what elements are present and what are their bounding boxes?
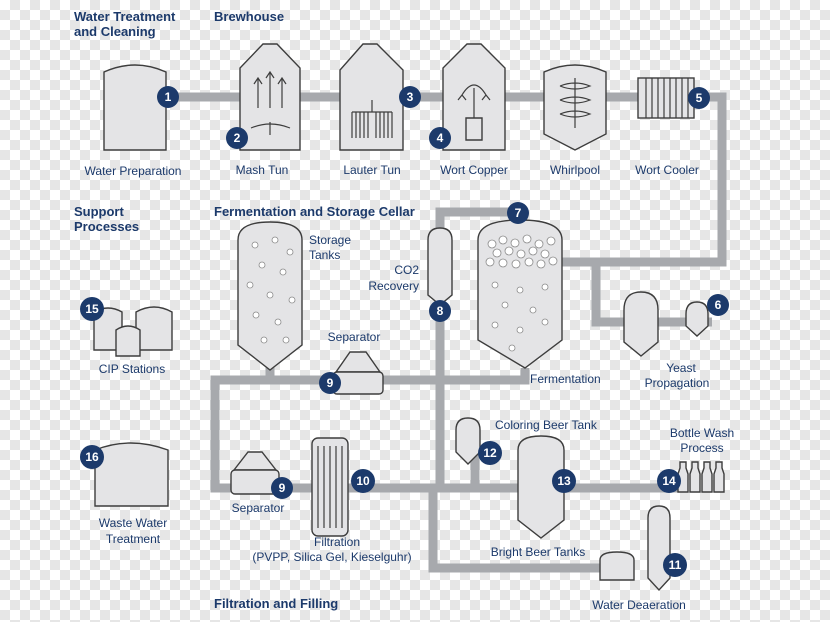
- step-badge-2: 2: [226, 127, 248, 149]
- water-preparation-tank: [103, 64, 167, 151]
- wort-copper-vessel: [442, 43, 506, 151]
- label-lauter-tun: Lauter Tun: [343, 163, 400, 177]
- step-badge-10: 10: [351, 469, 375, 493]
- filtration-unit: [311, 437, 349, 537]
- label-yeast-1: Yeast: [666, 361, 696, 375]
- svg-text:9: 9: [327, 376, 334, 390]
- bottle-group: [677, 461, 725, 493]
- svg-text:13: 13: [557, 474, 571, 488]
- wort-cooler-unit: [637, 77, 695, 119]
- fermentation-tank: [477, 219, 563, 369]
- heading-filtration-filling: Filtration and Filling: [214, 596, 338, 611]
- label-waste-1: Waste Water: [99, 516, 167, 530]
- step-badge-6: 6: [707, 294, 729, 316]
- label-fermentation: Fermentation: [530, 372, 601, 386]
- label-filtration-2: (PVPP, Silica Gel, Kieselguhr): [252, 550, 411, 564]
- label-filtration-1: Filtration: [314, 535, 360, 549]
- svg-text:9: 9: [279, 481, 286, 495]
- svg-text:16: 16: [85, 450, 99, 464]
- label-wort-copper: Wort Copper: [440, 163, 508, 177]
- label-water-preparation: Water Preparation: [85, 164, 182, 178]
- label-bright-beer: Bright Beer Tanks: [491, 545, 586, 559]
- step-badge-9-top: 9: [319, 372, 341, 394]
- svg-text:7: 7: [515, 206, 522, 220]
- label-storage-1: Storage: [309, 233, 351, 247]
- label-separator-top: Separator: [328, 330, 381, 344]
- label-waste-2: Treatment: [106, 532, 161, 546]
- co2-recovery-tank: [427, 227, 453, 306]
- step-badge-13: 13: [552, 469, 576, 493]
- step-badge-4: 4: [429, 127, 451, 149]
- step-badge-15: 15: [80, 297, 104, 321]
- label-separator-bottom: Separator: [232, 501, 285, 515]
- svg-text:10: 10: [356, 474, 370, 488]
- label-coloring: Coloring Beer Tank: [495, 418, 598, 432]
- separator-top: [332, 351, 384, 395]
- svg-text:8: 8: [437, 304, 444, 318]
- heading-water-treatment-2: and Cleaning: [74, 24, 156, 39]
- label-co2-2: Recovery: [368, 279, 419, 293]
- step-badge-9-bottom: 9: [271, 477, 293, 499]
- svg-text:14: 14: [662, 474, 676, 488]
- svg-text:1: 1: [165, 90, 172, 104]
- step-badge-12: 12: [478, 441, 502, 465]
- heading-support-2: Processes: [74, 219, 139, 234]
- svg-text:15: 15: [85, 302, 99, 316]
- svg-text:6: 6: [715, 298, 722, 312]
- storage-tank: [237, 221, 303, 371]
- heading-water-treatment-1: Water Treatment: [74, 9, 176, 24]
- label-co2-1: CO2: [394, 263, 419, 277]
- bright-beer-tank: [517, 435, 565, 539]
- step-badge-5: 5: [688, 87, 710, 109]
- label-bottle-wash-2: Process: [680, 441, 723, 455]
- deaeration-units: [599, 505, 671, 592]
- step-badge-14: 14: [657, 469, 681, 493]
- step-badge-1: 1: [157, 86, 179, 108]
- svg-text:5: 5: [696, 91, 703, 105]
- label-yeast-2: Propagation: [645, 376, 710, 390]
- svg-text:12: 12: [483, 446, 497, 460]
- label-whirlpool: Whirlpool: [550, 163, 600, 177]
- label-deaeration: Water Deaeration: [592, 598, 686, 612]
- lauter-tun-vessel: [339, 43, 404, 151]
- label-mash-tun: Mash Tun: [236, 163, 289, 177]
- heading-support-1: Support: [74, 204, 124, 219]
- svg-text:4: 4: [437, 131, 444, 145]
- step-badge-3: 3: [399, 86, 421, 108]
- yeast-propagation-tanks: [623, 291, 709, 357]
- waste-water-tank: [94, 442, 169, 507]
- coloring-beer-tank: [455, 417, 481, 465]
- step-badge-8: 8: [429, 300, 451, 322]
- heading-fermentation-cellar: Fermentation and Storage Cellar: [214, 204, 415, 219]
- label-wort-cooler: Wort Cooler: [635, 163, 699, 177]
- svg-text:3: 3: [407, 90, 414, 104]
- whirlpool-vessel: [543, 64, 607, 151]
- separator-bottom: [230, 451, 280, 495]
- label-bottle-wash-1: Bottle Wash: [670, 426, 734, 440]
- heading-brewhouse: Brewhouse: [214, 9, 284, 24]
- step-badge-7: 7: [507, 202, 529, 224]
- label-cip: CIP Stations: [99, 362, 165, 376]
- svg-text:2: 2: [234, 131, 241, 145]
- step-badge-16: 16: [80, 445, 104, 469]
- mash-tun-vessel: [239, 43, 301, 151]
- step-badge-11: 11: [663, 553, 687, 577]
- svg-text:11: 11: [669, 558, 682, 572]
- cip-stations-tanks: [93, 306, 173, 357]
- label-storage-2: Tanks: [309, 248, 340, 262]
